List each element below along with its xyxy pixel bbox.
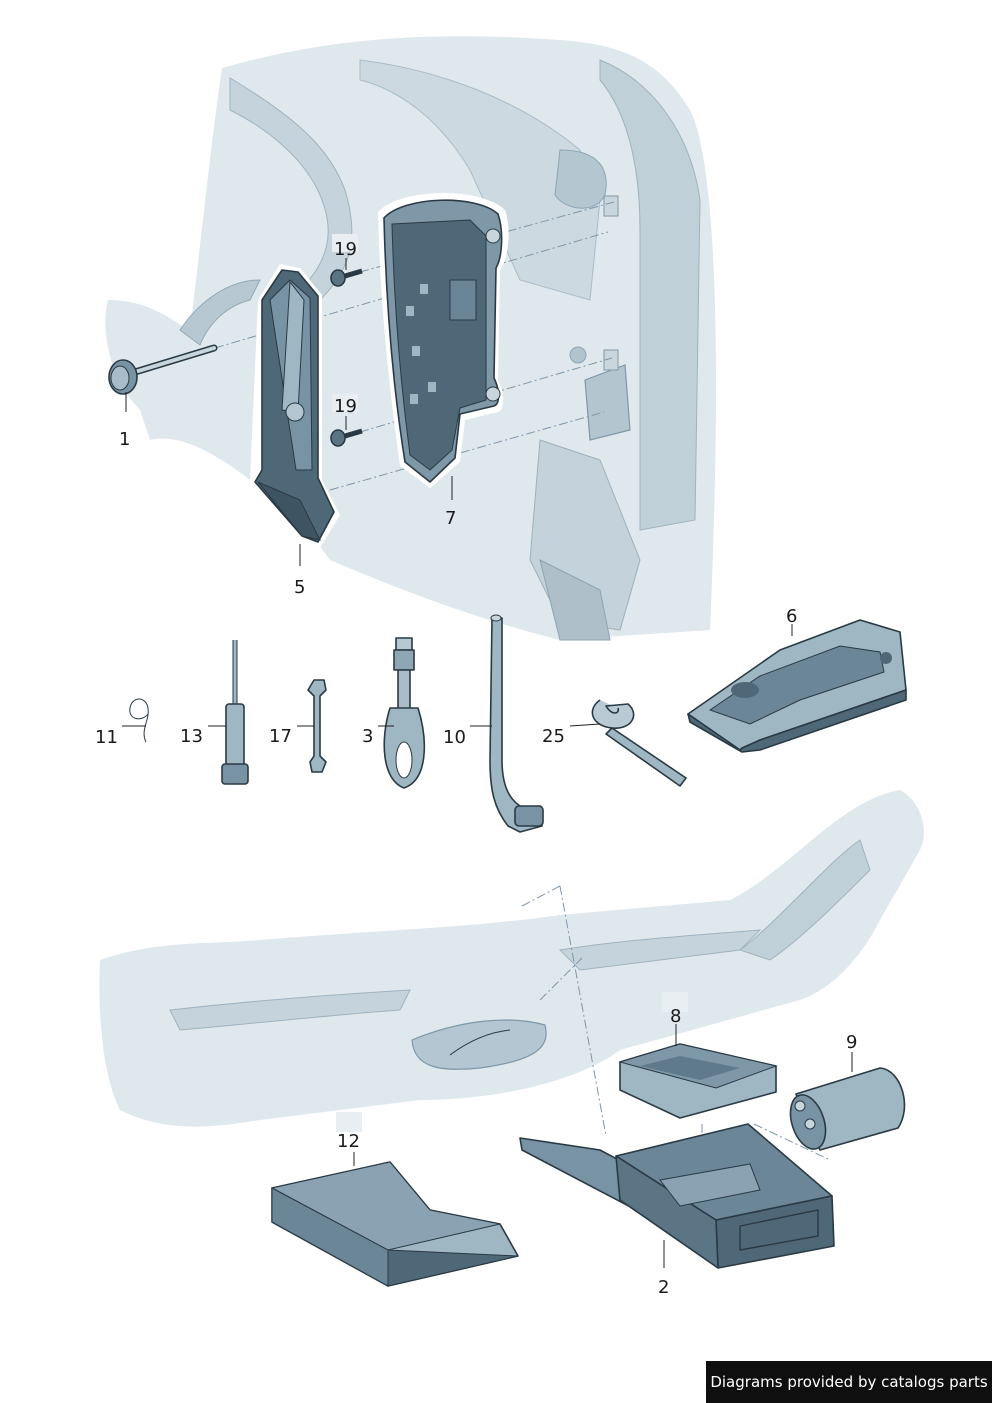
callout-1: 1 — [119, 429, 130, 450]
callout-3: 3 — [362, 726, 373, 747]
part-10-wheel-brace — [489, 614, 544, 833]
callout-labels: 1 19 19 5 7 6 11 13 17 3 10 25 8 9 12 2 — [95, 239, 857, 1298]
callout-9: 9 — [846, 1032, 857, 1053]
part-19-bolt-upper — [330, 234, 363, 287]
part-7-jack-holder — [378, 192, 509, 488]
part-19-bolt-lower — [330, 394, 363, 447]
luggage-compartment-illustration — [99, 790, 924, 1127]
part-9-canister — [789, 1067, 906, 1151]
part-12-foam-block — [270, 1112, 519, 1287]
part-5-car-jack — [250, 264, 340, 548]
callout-10: 10 — [443, 727, 466, 748]
callout-17: 17 — [269, 726, 292, 747]
leader-lines — [122, 258, 853, 1268]
part-6-tool-insert — [687, 619, 907, 753]
callout-2: 2 — [658, 1277, 669, 1298]
callout-6: 6 — [786, 606, 797, 627]
callout-5: 5 — [294, 577, 305, 598]
part-3-towing-eye — [383, 637, 426, 789]
part-8-case — [618, 992, 778, 1119]
callout-8: 8 — [670, 1006, 681, 1027]
part-13-screwdriver — [221, 640, 249, 785]
part-11-clip — [129, 698, 149, 743]
part-25-strap — [591, 699, 687, 787]
callout-12: 12 — [337, 1131, 360, 1152]
callout-7: 7 — [445, 508, 456, 529]
part-17-wrench — [307, 679, 327, 773]
callout-19-upper: 19 — [334, 239, 357, 260]
part-2-storage-box — [519, 1123, 835, 1269]
callout-11: 11 — [95, 727, 118, 748]
part-1-retaining-pin — [108, 344, 218, 395]
footer-attribution: Diagrams provided by catalogs parts — [706, 1361, 992, 1403]
callout-19-lower: 19 — [334, 396, 357, 417]
callout-13: 13 — [180, 726, 203, 747]
callout-25: 25 — [542, 726, 565, 747]
